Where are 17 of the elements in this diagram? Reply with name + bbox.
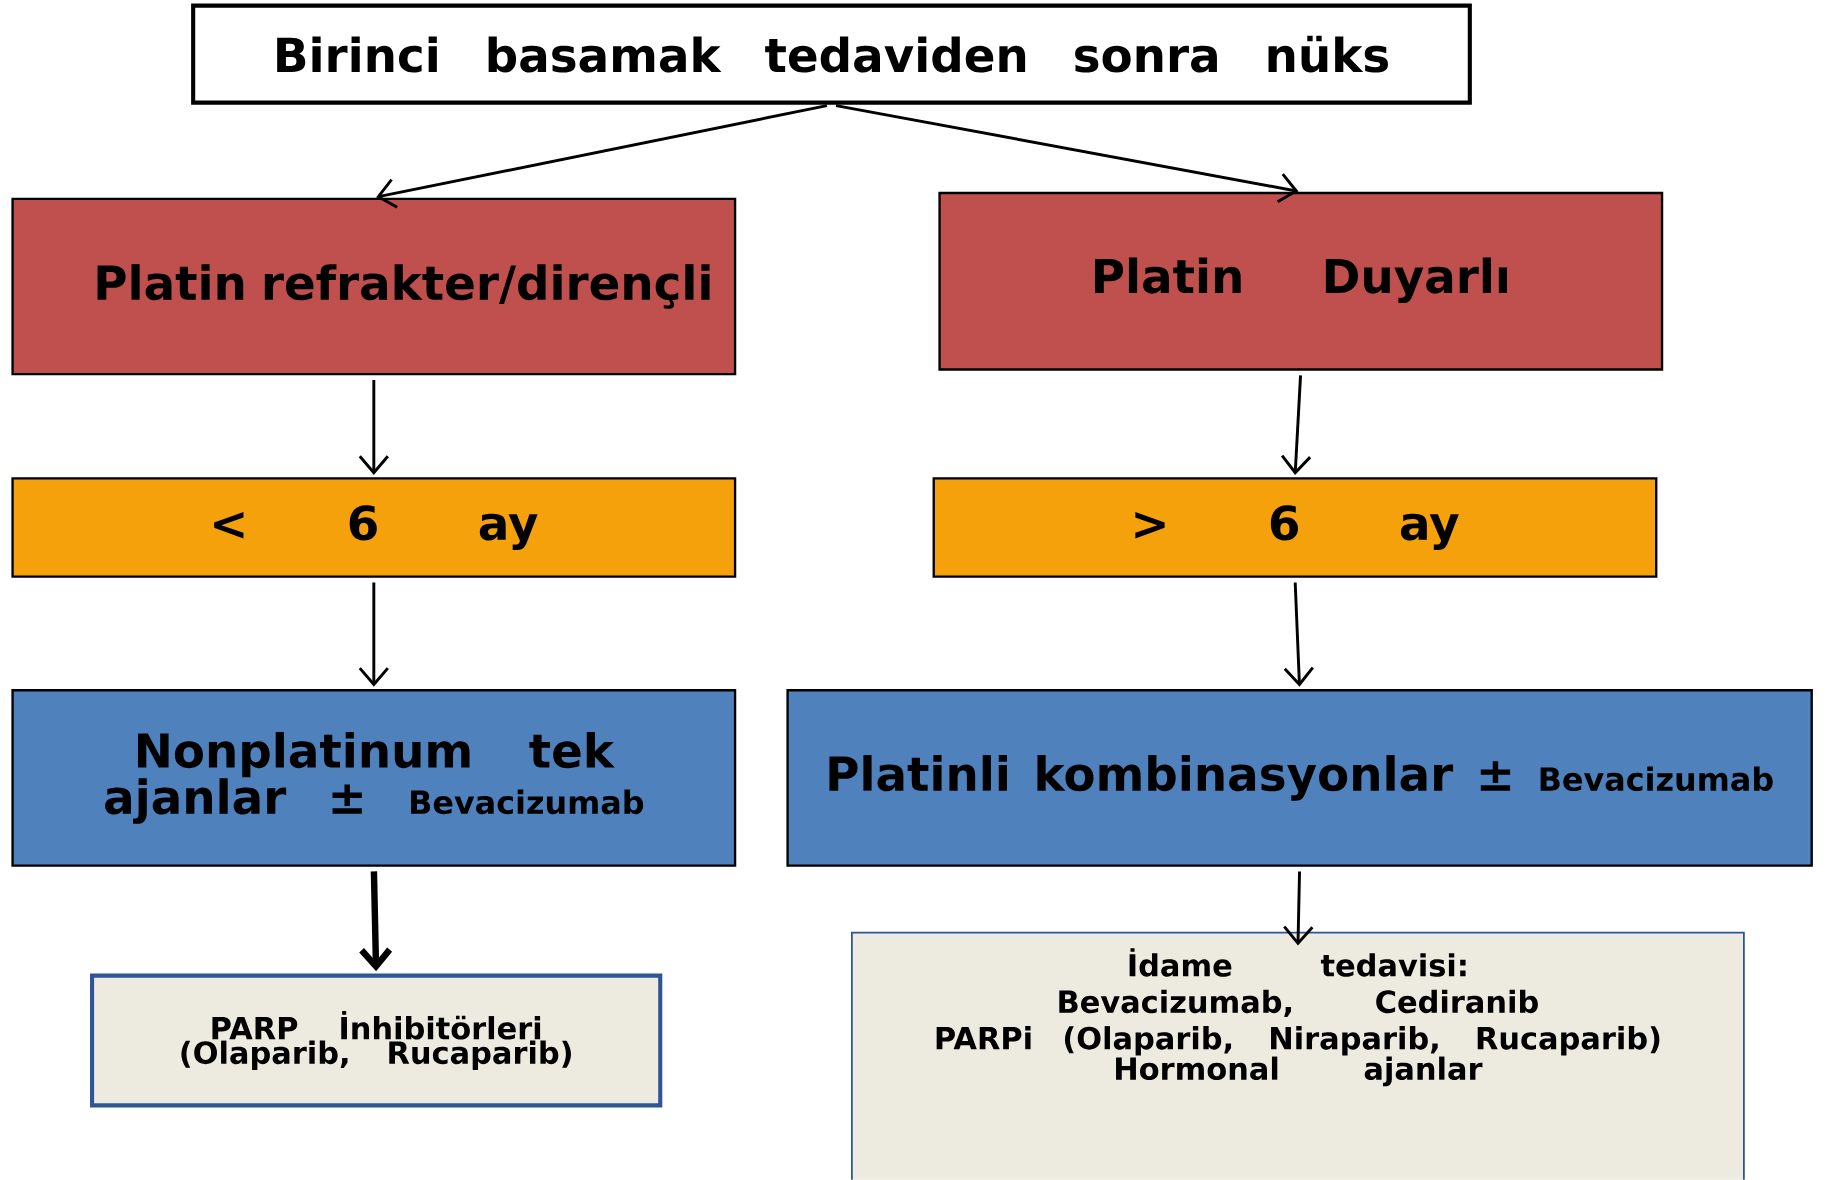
category-box: Platin Duyarlı xyxy=(938,191,1664,371)
arrow xyxy=(358,582,389,687)
arrow xyxy=(1280,375,1312,476)
arrow xyxy=(359,871,393,972)
treatment-box: Nonplatinum tek ajanlar ± Bevacizumab xyxy=(11,689,737,867)
interval-box: > 6 ay xyxy=(932,477,1658,578)
category-box: Platin refrakter/dirençli xyxy=(11,197,737,376)
title-box: Birinci basamak tedaviden sonra nüks xyxy=(191,3,1472,105)
arrow xyxy=(358,380,389,476)
arrow xyxy=(1283,582,1314,687)
arrow xyxy=(835,104,1299,204)
treatment-box: Platinli kombinasyonlar ± Bevacizumab xyxy=(786,689,1813,867)
interval-box: < 6 ay xyxy=(11,477,737,578)
option-box: İdame tedavisi: Bevacizumab, Cediranib PARPi (Olaparib, Niraparib, Rucaparib) Hormonal ajanlar xyxy=(851,931,1745,1180)
option-box: PARP İnhibitörleri (Olaparib, Rucaparib) xyxy=(90,973,663,1108)
arrow xyxy=(376,104,828,209)
arrow xyxy=(1283,871,1314,946)
